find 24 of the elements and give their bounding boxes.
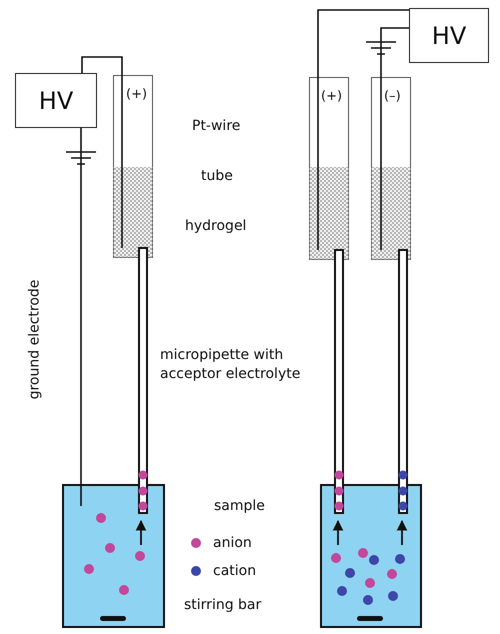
annotation-label: tube — [201, 167, 233, 186]
electrode-tube — [309, 77, 349, 260]
wire — [380, 27, 409, 77]
power-supply-box — [15, 73, 97, 128]
annotation-label: micropipette with acceptor electrolyte — [160, 346, 302, 384]
device-label: HV — [432, 22, 466, 50]
electrode-tube — [371, 77, 411, 260]
sample-beaker — [62, 484, 165, 628]
electrode-tube — [113, 75, 153, 258]
power-supply-box — [409, 8, 489, 63]
wire — [81, 56, 123, 75]
legend-label: cation — [213, 562, 256, 581]
annotation-label: sample — [214, 497, 265, 516]
polarity-label: (+) — [321, 89, 342, 105]
wire — [317, 9, 409, 77]
vertical-label: ground electrode — [26, 278, 44, 402]
polarity-label: (–) — [384, 89, 401, 105]
polarity-label: (+) — [126, 87, 148, 103]
legend-label: anion — [213, 534, 252, 553]
annotation-label: hydrogel — [185, 217, 246, 236]
annotation-label: stirring bar — [184, 596, 262, 615]
device-label: HV — [38, 86, 74, 114]
annotation-label: Pt-wire — [192, 117, 240, 136]
wire — [80, 128, 82, 484]
